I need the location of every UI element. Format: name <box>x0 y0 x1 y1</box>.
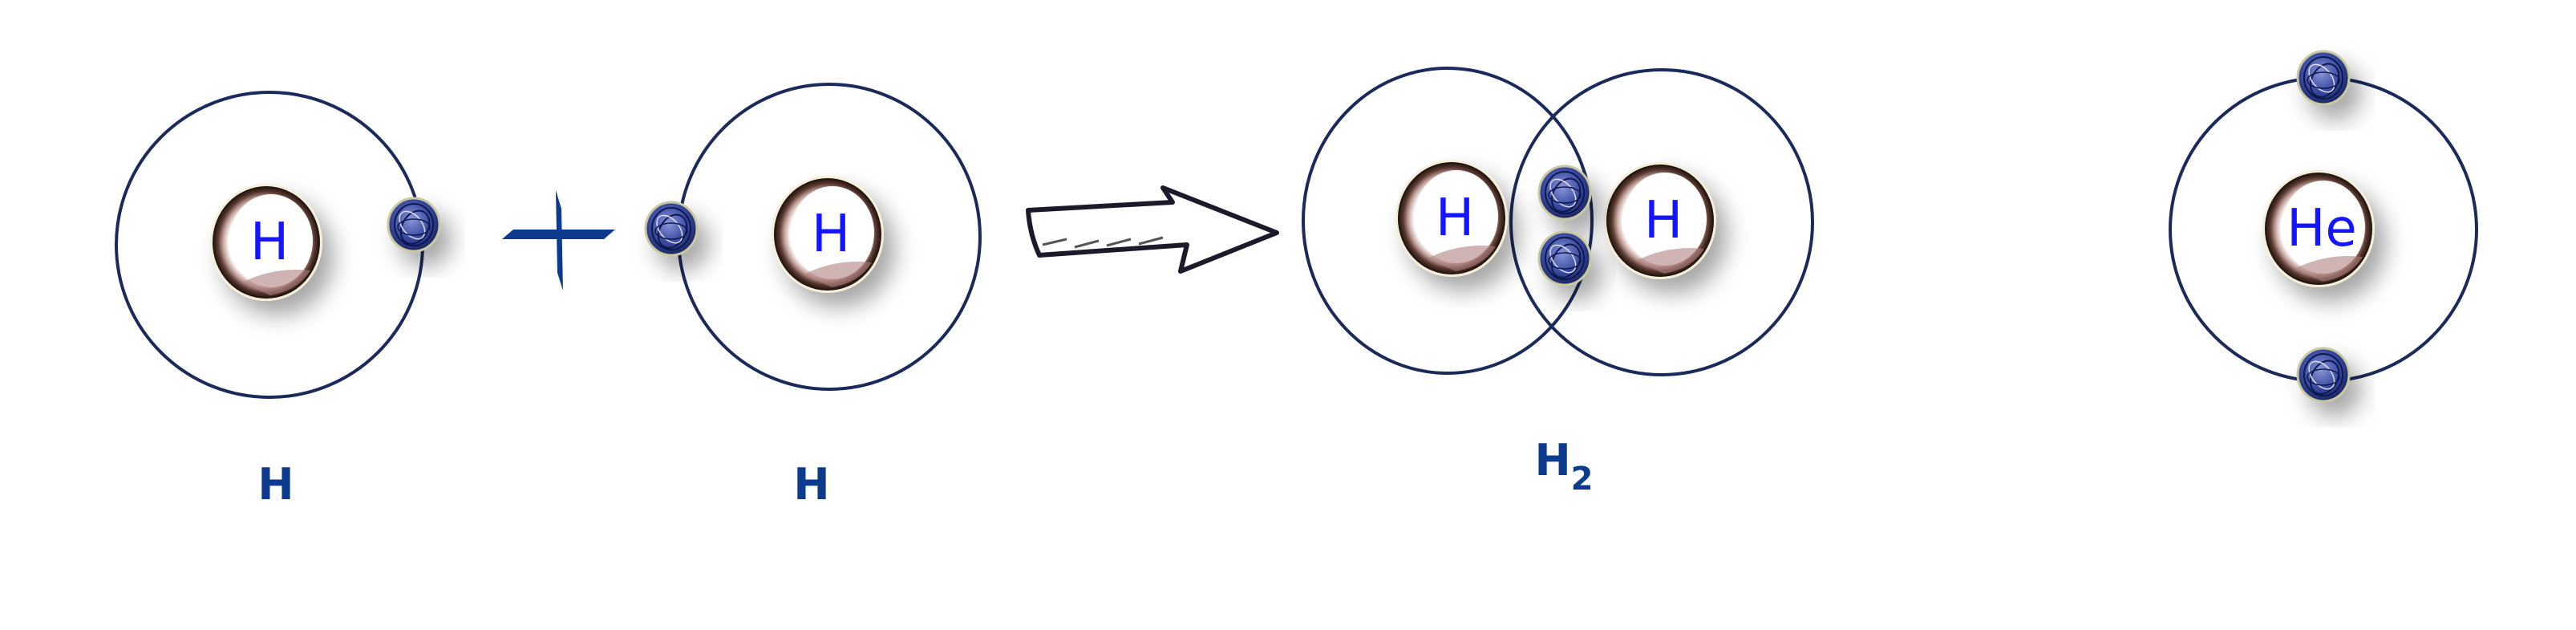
nucleus-label: He <box>2286 199 2357 258</box>
electron-icon <box>1539 232 1590 285</box>
electron-icon <box>646 202 697 255</box>
hydrogen-atom-1: H <box>115 91 439 399</box>
helium-atom: He <box>2169 51 2478 401</box>
hydrogen-atom-2: H <box>646 83 982 391</box>
electron-icon <box>388 198 439 251</box>
label-molecule-subscript: 2 <box>1571 461 1594 498</box>
orbit-shell-left <box>1302 67 1594 375</box>
nucleus-label: H <box>250 213 289 272</box>
electron-icon <box>2298 51 2349 104</box>
plus-sign-icon <box>502 190 615 291</box>
orbit-shell-right <box>1509 68 1814 376</box>
reaction-arrow-icon <box>1026 185 1279 274</box>
electron-icon <box>2298 348 2349 401</box>
nucleus-label: H <box>1644 191 1683 250</box>
hydrogen-molecule: H H <box>1302 67 1814 376</box>
label-hydrogen-2: H <box>793 459 829 510</box>
nucleus-label: H <box>812 205 850 264</box>
electron-icon <box>1539 166 1590 219</box>
label-molecule: H2 <box>1534 435 1593 498</box>
label-molecule-symbol: H <box>1534 435 1570 486</box>
nucleus-label: H <box>1436 189 1474 248</box>
label-hydrogen-1: H <box>257 459 294 510</box>
